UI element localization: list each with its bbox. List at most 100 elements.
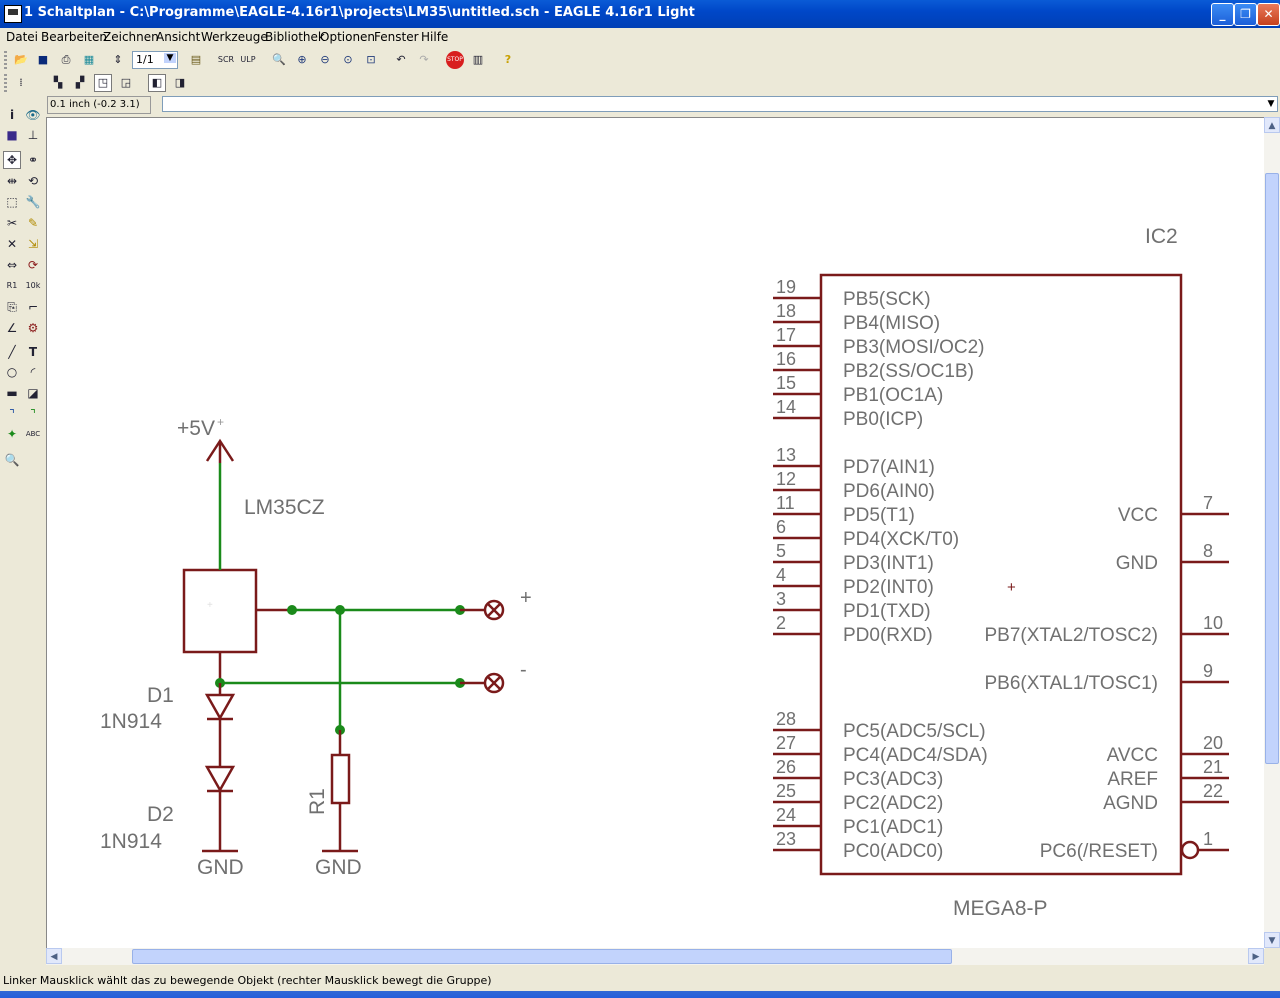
redo-icon[interactable]: ↷ [419, 53, 429, 66]
sheet-icon[interactable]: ⇕ [113, 53, 123, 66]
replace-icon[interactable]: ⟳ [27, 258, 39, 272]
ic-mega8[interactable]: IC2 MEGA8-P + [819, 225, 1183, 920]
wire-bend-4-icon[interactable]: ◲ [120, 76, 132, 89]
wire-style-2-icon[interactable]: ◨ [174, 76, 186, 89]
delete-icon[interactable]: ✕ [6, 237, 18, 251]
menu-werkzeuge[interactable]: Werkzeuge [201, 30, 268, 44]
display-icon[interactable]: ■ [6, 128, 18, 142]
scroll-left-icon[interactable]: ◀ [46, 948, 62, 964]
sheet-select[interactable]: 1/1 ▼ [132, 51, 178, 69]
move-icon[interactable]: ✥ [3, 151, 21, 169]
paste-icon[interactable]: ✎ [27, 216, 39, 230]
text-icon[interactable]: T [28, 345, 38, 359]
zoom-select-icon[interactable]: ⊡ [366, 53, 376, 66]
lm35-sensor[interactable]: LM35CZ + [182, 496, 325, 683]
cut-icon[interactable]: ✂ [6, 216, 18, 230]
diode-d2[interactable] [204, 765, 236, 850]
wire-style-1-icon[interactable]: ◧ [148, 74, 166, 92]
go-icon[interactable]: ▥ [472, 53, 484, 66]
library-icon[interactable]: ▤ [190, 53, 202, 66]
add-icon[interactable]: ⇲ [27, 237, 39, 251]
menu-optionen[interactable]: Optionen [320, 30, 376, 44]
toolbar-grip[interactable] [4, 51, 7, 69]
mark-icon[interactable]: ⊥ [27, 128, 39, 142]
grid-icon[interactable]: ⁞ [19, 76, 23, 89]
circle-icon[interactable]: ○ [6, 365, 18, 379]
zoom-out-icon[interactable]: ⊖ [320, 53, 330, 66]
diode-d1[interactable] [204, 683, 236, 767]
erc-icon[interactable]: 🔍 [4, 453, 20, 467]
arc-icon[interactable]: ◜ [30, 365, 36, 379]
resistor-r1[interactable] [322, 730, 358, 853]
wire-bend-1-icon[interactable]: ▚ [53, 76, 63, 89]
miter-icon[interactable]: ⌐ [27, 300, 39, 314]
app-icon[interactable] [4, 5, 22, 23]
name-icon[interactable]: R1 [6, 281, 18, 290]
junction-icon[interactable]: ✦ [6, 427, 18, 441]
menu-hilfe[interactable]: Hilfe [421, 30, 449, 44]
supply-symbol[interactable]: +5V + [177, 415, 235, 463]
wire-icon[interactable]: ╱ [8, 345, 16, 359]
menu-datei[interactable]: Datei [6, 30, 39, 44]
connector-plus[interactable] [460, 599, 505, 621]
stop-icon[interactable]: STOP [446, 51, 464, 69]
smash-icon[interactable]: ⎘ [7, 300, 17, 314]
cam-icon[interactable]: ▦ [83, 53, 95, 66]
mirror-icon[interactable]: ⇹ [6, 174, 18, 188]
wire-bend-2-icon[interactable]: ▞ [75, 76, 85, 89]
polygon-icon[interactable]: ◪ [27, 386, 39, 400]
toolbar-grip[interactable] [4, 74, 7, 92]
open-icon[interactable]: 📂 [14, 53, 28, 66]
rect-icon[interactable]: ▬ [6, 386, 18, 400]
print-icon[interactable]: ⎙ [61, 53, 71, 66]
change-icon[interactable]: 🔧 [25, 195, 41, 209]
bus-icon[interactable]: ⌝ [9, 407, 15, 421]
chevron-down-icon[interactable]: ▼ [1267, 99, 1275, 109]
horizontal-scrollbar[interactable]: ◀ ▶ [46, 948, 1264, 965]
info-icon[interactable]: i [9, 108, 15, 122]
invoke-icon[interactable]: ⚙ [27, 321, 39, 335]
close-button[interactable]: ✕ [1257, 3, 1280, 26]
vertical-scrollbar[interactable]: ▲ ▼ [1264, 117, 1280, 948]
vertical-scroll-thumb[interactable] [1265, 173, 1279, 764]
net-icon[interactable]: ⌝ [30, 407, 36, 421]
zoom-in-icon[interactable]: ⊕ [297, 53, 307, 66]
rotate-icon[interactable]: ⟲ [27, 174, 39, 188]
show-icon[interactable]: 👁 [25, 108, 41, 122]
connector-minus[interactable] [460, 672, 505, 694]
command-input[interactable] [162, 96, 1278, 112]
maximize-button[interactable]: ❐ [1234, 3, 1257, 26]
help-icon[interactable]: ? [504, 53, 512, 66]
menu-fenster[interactable]: Fenster [374, 30, 419, 44]
nets[interactable] [218, 463, 460, 730]
redraw-icon[interactable]: ⊙ [343, 53, 353, 66]
menu-bearbeiten[interactable]: Bearbeiten [41, 30, 107, 44]
menu-zeichnen[interactable]: Zeichnen [103, 30, 159, 44]
split-icon[interactable]: ∠ [6, 321, 18, 335]
script-icon[interactable]: SCR [217, 55, 235, 64]
scroll-up-icon[interactable]: ▲ [1264, 117, 1280, 133]
minimize-button[interactable]: _ [1211, 3, 1234, 26]
